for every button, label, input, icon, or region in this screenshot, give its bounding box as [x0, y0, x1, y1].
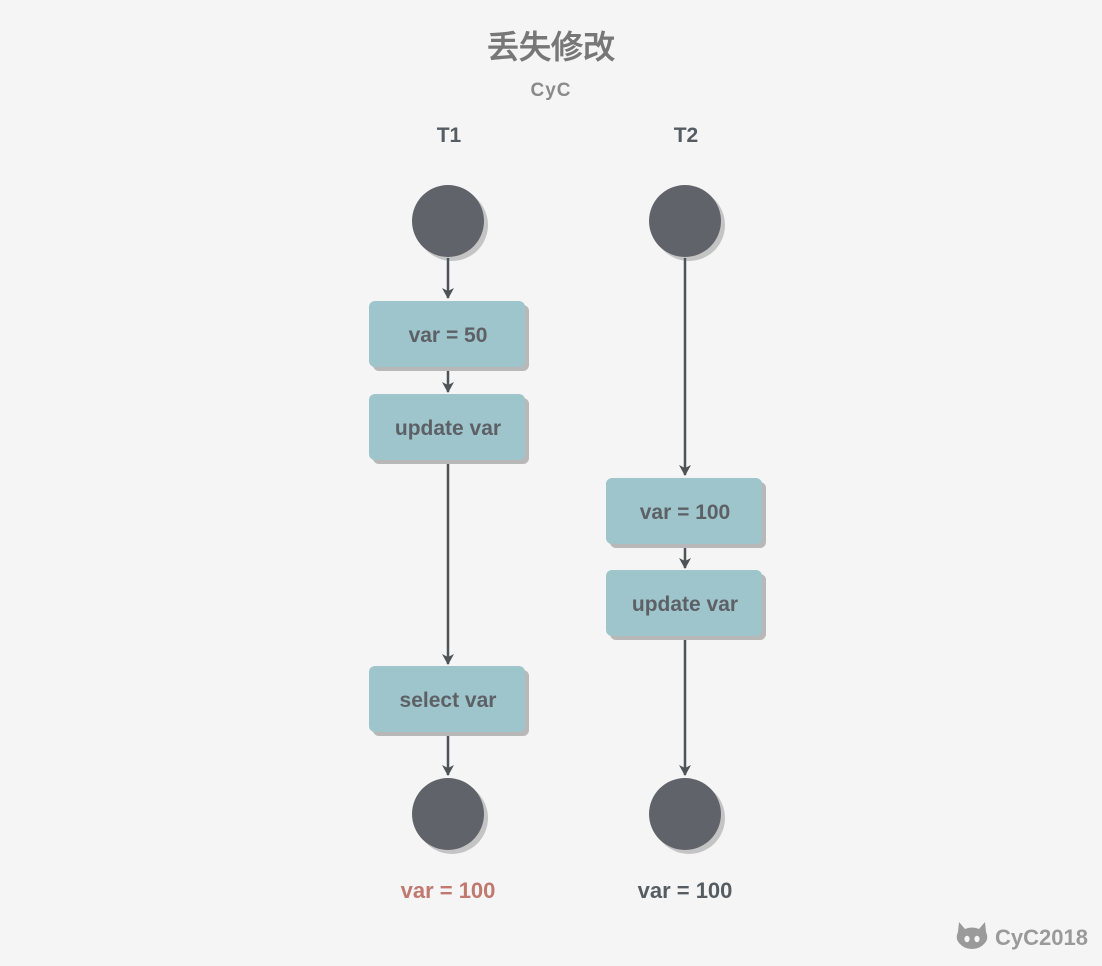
diagram-title: 丢失修改	[486, 28, 615, 66]
t1-start-node	[412, 185, 484, 257]
github-octocat-icon	[955, 920, 989, 956]
t1-step-box-1: var = 50	[369, 301, 529, 371]
lane-t2: var = 100 update var	[606, 185, 766, 854]
t2-result: var = 100	[637, 878, 733, 903]
t2-step-1-label: var = 100	[640, 501, 731, 524]
lane-label-t2: T2	[673, 124, 699, 147]
t1-step-1-label: var = 50	[409, 324, 488, 347]
t1-step-box-3: select var	[369, 666, 529, 736]
diagram-subtitle: CyC	[530, 80, 572, 101]
t2-end-node	[649, 778, 721, 850]
lane-t1: var = 50 update var select var	[369, 185, 529, 854]
t1-step-3-label: select var	[400, 689, 497, 712]
t2-step-box-1: var = 100	[606, 478, 766, 548]
t1-step-box-2: update var	[369, 394, 529, 464]
t1-result: var = 100	[400, 878, 496, 903]
watermark: CyC2018	[955, 920, 1088, 956]
t1-step-2-label: update var	[395, 417, 501, 440]
lane-label-t1: T1	[436, 124, 462, 147]
t2-step-2-label: update var	[632, 593, 738, 616]
t2-start-node	[649, 185, 721, 257]
t2-step-box-2: update var	[606, 570, 766, 640]
watermark-text: CyC2018	[995, 925, 1088, 950]
t1-end-node	[412, 778, 484, 850]
